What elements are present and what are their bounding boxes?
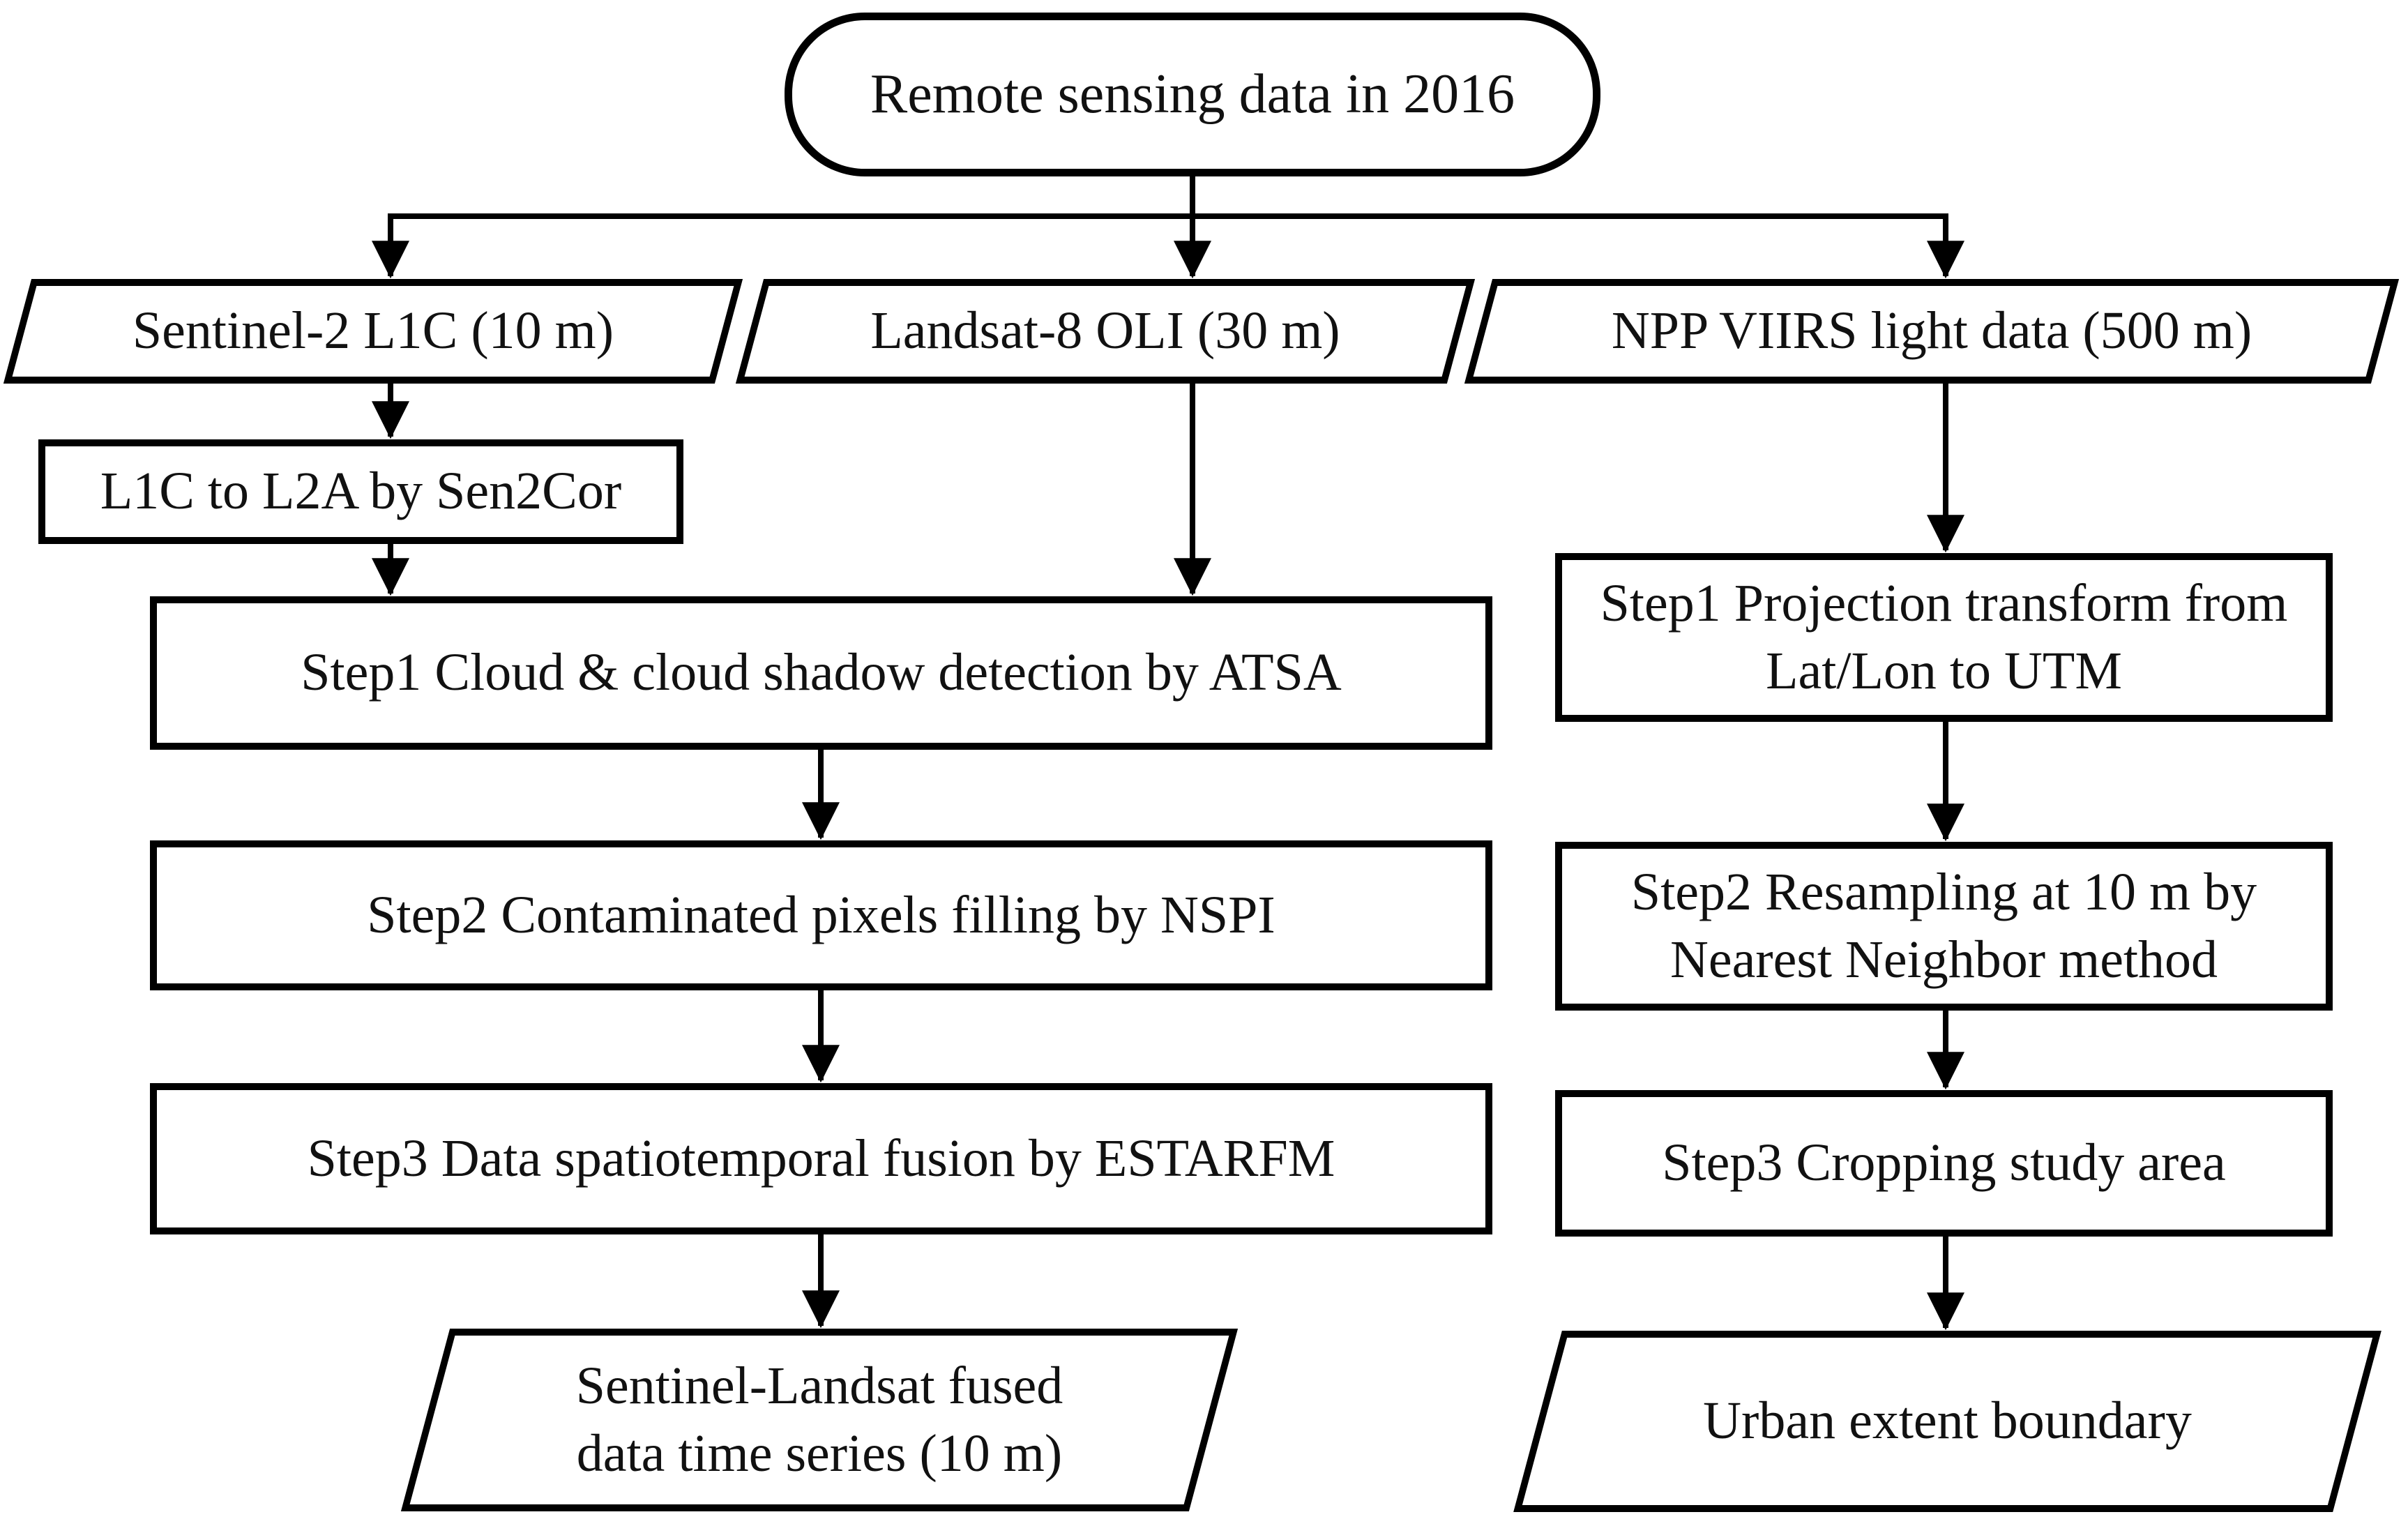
node-sen2cor: L1C to L2A by Sen2Cor [38,439,683,544]
node-step1-projection-transform: Step1 Projection transform from Lat/Lon … [1555,553,2333,722]
node-sentinel2-l1c: Sentinel-2 L1C (10 m) [3,279,743,384]
node-step1-cloud-detection-label: Step1 Cloud & cloud shadow detection by … [301,643,1342,702]
node-landsat8-oli: Landsat-8 OLI (30 m) [735,279,1476,384]
node-step2-pixel-filling: Step2 Contaminated pixels filling by NSP… [150,840,1492,990]
node-fused-time-series-line1: Sentinel-Landsat fused [575,1356,1063,1415]
node-npp-viirs: NPP VIIRS light data (500 m) [1464,279,2400,384]
node-remote-sensing-data-label: Remote sensing data in 2016 [870,63,1515,126]
node-step1-projection-transform-label: Step1 Projection transform from Lat/Lon … [1580,570,2309,706]
node-urban-extent-boundary-label: Urban extent boundary [1703,1391,2192,1451]
node-step2-pixel-filling-label: Step2 Contaminated pixels filling by NSP… [367,885,1275,944]
node-step3-cropping-label: Step3 Cropping study area [1662,1133,2226,1193]
node-step3-cropping: Step3 Cropping study area [1555,1090,2333,1237]
node-remote-sensing-data: Remote sensing data in 2016 [785,13,1600,176]
node-step2-resampling: Step2 Resampling at 10 m by Nearest Neig… [1555,842,2333,1011]
node-step2-resampling-label: Step2 Resampling at 10 m by Nearest Neig… [1610,859,2278,995]
node-fused-time-series-label: Sentinel-Landsat fused data time series … [555,1352,1084,1488]
node-step3-fusion: Step3 Data spatiotemporal fusion by ESTA… [150,1083,1492,1234]
node-urban-extent-boundary: Urban extent boundary [1513,1331,2382,1512]
node-sentinel2-l1c-label: Sentinel-2 L1C (10 m) [132,301,614,361]
node-step1-projection-transform-line1: Step1 Projection transform from [1600,573,2288,633]
node-fused-time-series: Sentinel-Landsat fused data time series … [400,1329,1239,1511]
node-landsat8-oli-label: Landsat-8 OLI (30 m) [870,301,1340,361]
node-fused-time-series-line2: data time series (10 m) [576,1424,1063,1483]
node-step2-resampling-line1: Step2 Resampling at 10 m by [1630,862,2257,921]
node-step1-projection-transform-line2: Lat/Lon to UTM [1766,642,2122,700]
node-sen2cor-label: L1C to L2A by Sen2Cor [100,462,622,521]
node-step1-cloud-detection: Step1 Cloud & cloud shadow detection by … [150,596,1492,750]
node-npp-viirs-label: NPP VIIRS light data (500 m) [1611,301,2252,361]
node-step3-fusion-label: Step3 Data spatiotemporal fusion by ESTA… [307,1128,1335,1188]
node-step2-resampling-line2: Nearest Neighbor method [1669,930,2218,989]
